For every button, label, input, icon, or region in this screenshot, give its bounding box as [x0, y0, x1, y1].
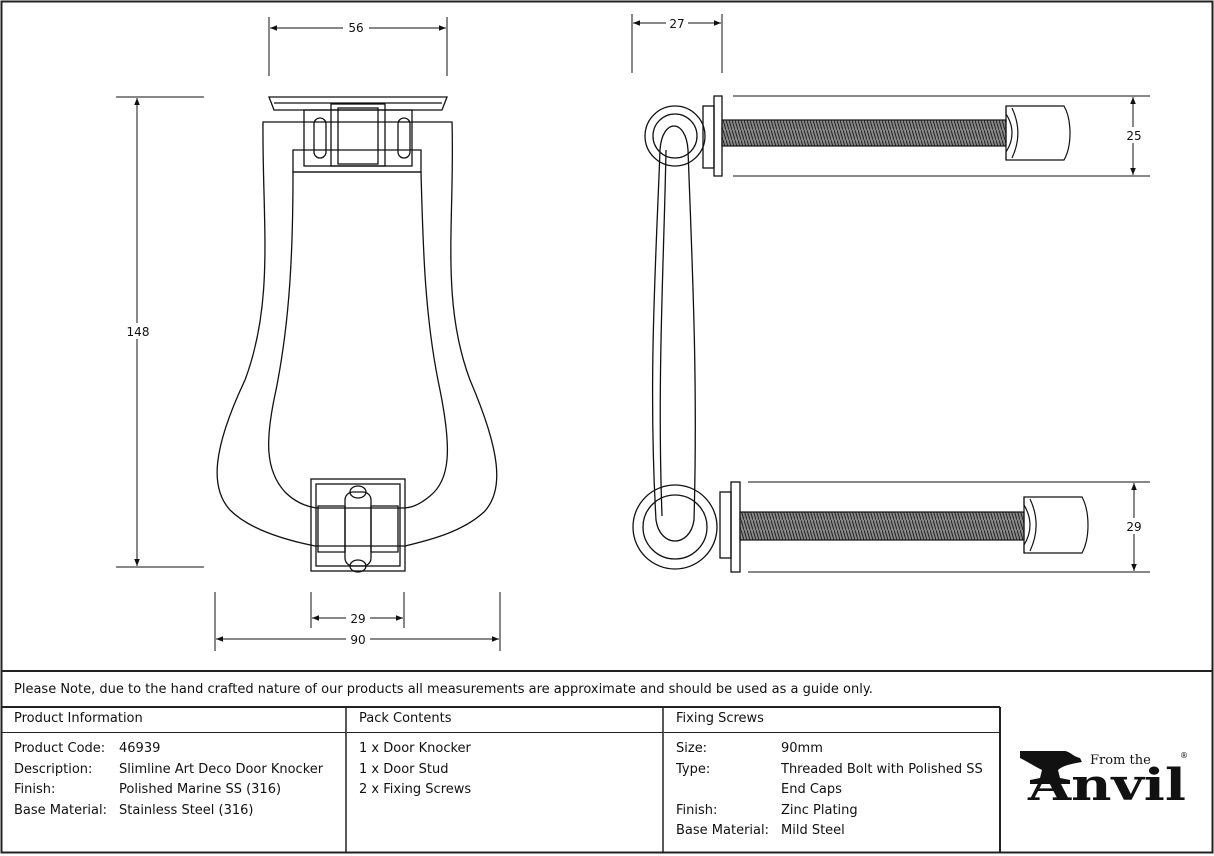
dim-bottom-screw: 29 — [1126, 520, 1141, 534]
front-dimensions — [116, 17, 501, 651]
pack-item: 1 x Door Stud — [359, 761, 449, 777]
fixing-screws-header: Fixing Screws — [664, 708, 1000, 733]
pack-item: 2 x Fixing Screws — [359, 782, 472, 797]
dim-depth: 27 — [669, 17, 684, 31]
fixing-row: Finish:Zinc Plating — [676, 802, 858, 818]
dim-overall-width: 90 — [350, 633, 365, 647]
fixing-row: Type:Threaded Bolt with Polished SS End … — [676, 761, 983, 798]
dim-top-width: 56 — [348, 21, 363, 35]
product-info-row: Description:Slimline Art Deco Door Knock… — [14, 761, 324, 777]
product-info-panel: Product Information Product Code:46939 D… — [2, 708, 346, 852]
product-info-row: Finish:Polished Marine SS (316) — [14, 782, 282, 797]
dim-top-screw: 25 — [1126, 129, 1141, 143]
logo-registered: ® — [1180, 751, 1188, 760]
fixing-row: Base Material:Mild Steel — [676, 823, 845, 838]
pack-contents-header: Pack Contents — [347, 708, 663, 733]
side-view — [632, 95, 741, 573]
logo-from-the: From the — [1090, 753, 1151, 768]
pack-contents-panel: Pack Contents 1 x Door Knocker 1 x Door … — [347, 708, 663, 852]
product-info-row: Base Material:Stainless Steel (316) — [14, 802, 254, 818]
bottom-screw — [739, 496, 1089, 554]
anvil-logo: From the ® Anvil — [1000, 708, 1212, 852]
product-info-row: Product Code:46939 — [14, 741, 161, 756]
front-view — [216, 96, 498, 573]
anvil-logo-mark: From the ® Anvil — [1020, 751, 1188, 811]
dim-height: 148 — [127, 325, 150, 339]
dim-base-width: 29 — [350, 612, 365, 626]
pack-item: 1 x Door Knocker — [359, 741, 471, 756]
side-dimensions — [631, 14, 1150, 573]
top-screw — [721, 105, 1071, 161]
measurement-note: Please Note, due to the hand crafted nat… — [14, 682, 873, 697]
product-info-header: Product Information — [2, 708, 346, 733]
fixing-screws-panel: Fixing Screws Size:90mm Type:Threaded Bo… — [664, 708, 1000, 852]
logo-brand: Anvil — [1027, 760, 1186, 811]
fixing-row: Size:90mm — [676, 741, 823, 756]
